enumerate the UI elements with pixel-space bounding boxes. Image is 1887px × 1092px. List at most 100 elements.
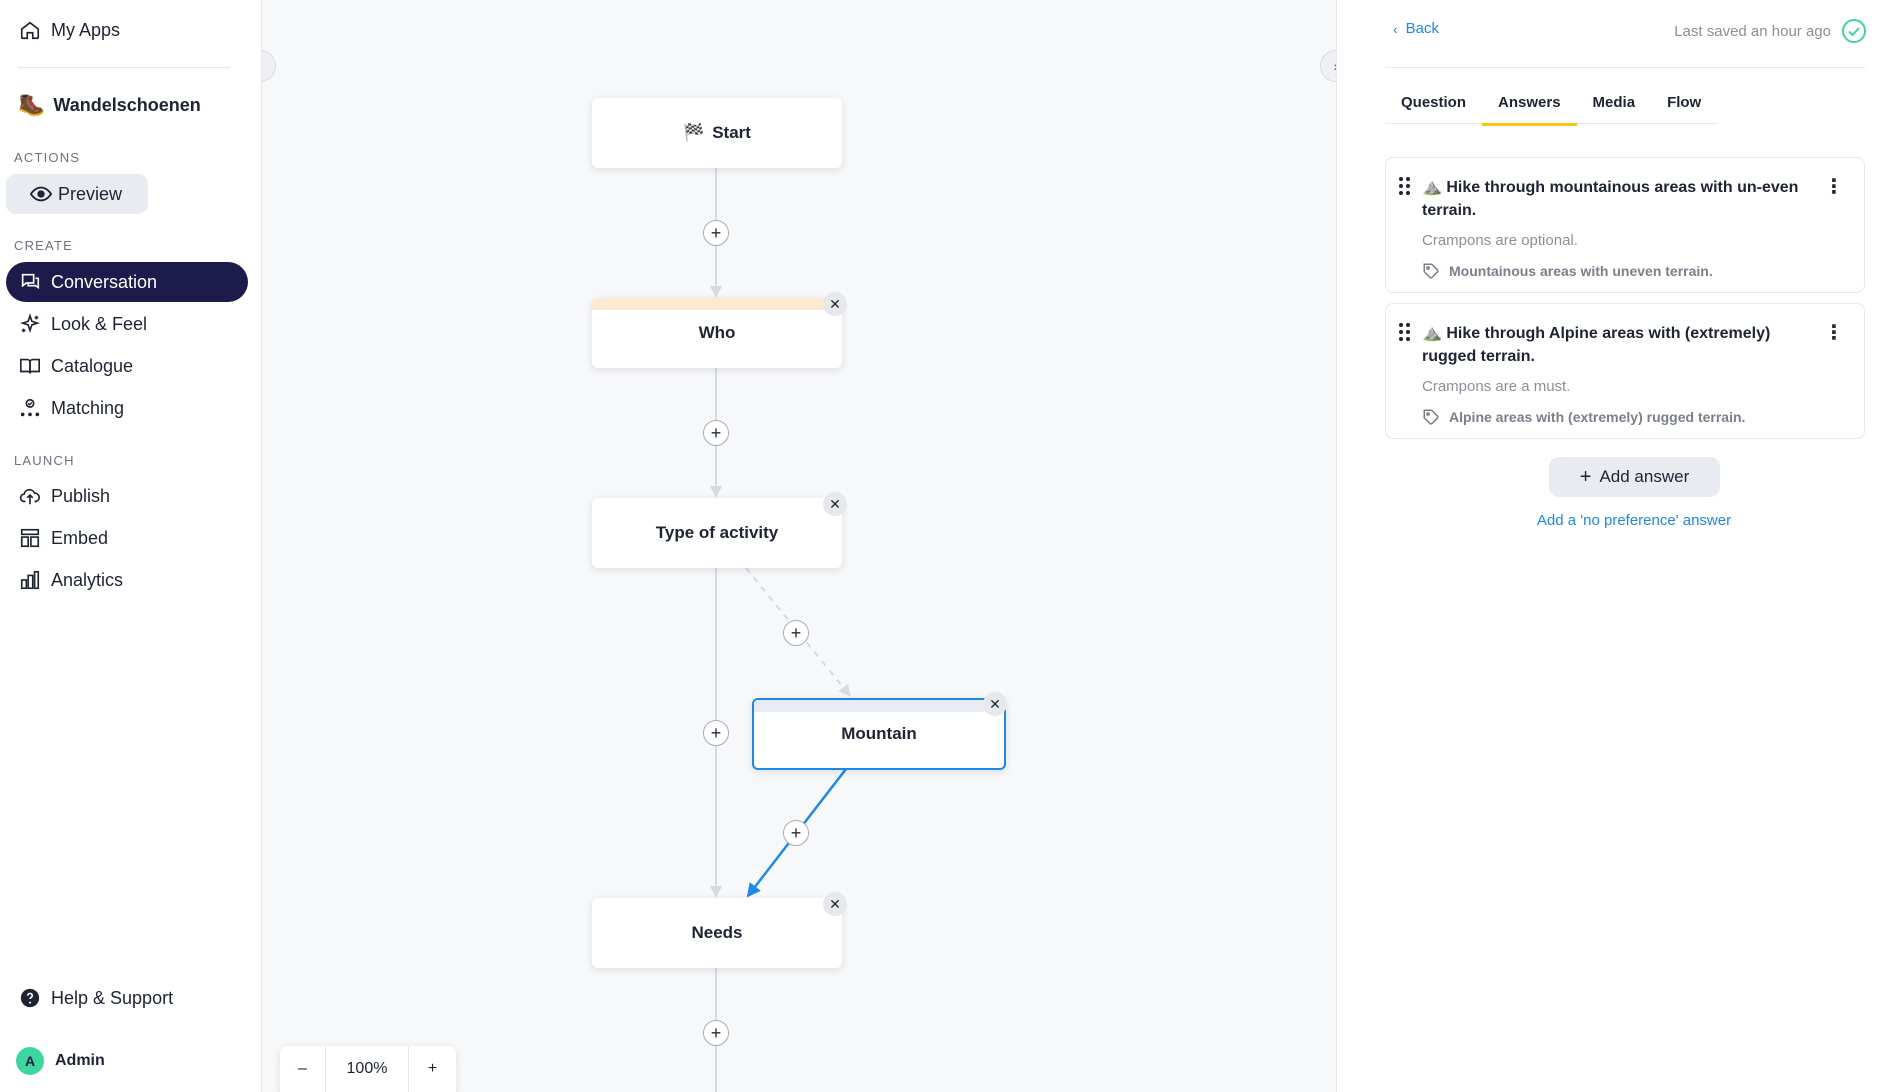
plus-icon: + [790,823,802,843]
help-icon [19,987,41,1009]
flow-canvas[interactable]: ‹ › 🏁 Start Who ✕ Type of activity ✕ Mou… [262,0,1336,1092]
flow-node-start[interactable]: 🏁 Start [592,98,842,168]
answer-title-text: Hike through mountainous areas with un-e… [1422,179,1799,219]
my-apps-link[interactable]: My Apps [6,10,248,50]
plus-icon: + [710,223,722,243]
flow-node-mountain[interactable]: Mountain [752,698,1006,770]
add-node-button[interactable]: + [703,1020,729,1046]
add-no-preference-link[interactable]: Add a 'no preference' answer [1536,512,1732,529]
app-name: 🥾 Wandelschoenen [18,92,201,118]
answer-description: Crampons are optional. [1422,232,1578,249]
add-node-button[interactable]: + [703,220,729,246]
close-icon: ✕ [829,495,841,512]
add-answer-label: Add answer [1599,467,1690,486]
sidebar-item-publish[interactable]: Publish [6,476,248,516]
close-icon: ✕ [829,295,841,312]
add-node-button[interactable]: + [703,720,729,746]
sidebar-item-label: Look & Feel [51,313,148,334]
home-icon [19,19,41,41]
zoom-level: 100% [346,1060,388,1077]
flow-node-who[interactable]: Who [592,298,842,368]
zoom-in-button[interactable]: + [408,1046,456,1092]
remove-node-who-button[interactable]: ✕ [823,292,847,316]
my-apps-label: My Apps [51,19,121,40]
chevron-right-icon: › [1334,58,1336,74]
tab-answers[interactable]: Answers [1482,88,1577,126]
node-label: Start [712,123,751,142]
panel-divider [1385,67,1865,68]
tag-icon [1423,263,1439,279]
node-strip [754,700,1004,712]
close-icon: ✕ [989,695,1001,712]
book-icon [19,355,41,377]
mountain-icon: ⛰️ [1422,179,1442,196]
section-label-create: CREATE [14,238,73,253]
sidebar-item-analytics[interactable]: Analytics [6,560,248,600]
node-label: Mountain [841,724,917,743]
checkered-flag-icon: 🏁 [683,123,705,142]
answer-tag: Alpine areas with (extremely) rugged ter… [1422,408,1745,426]
chat-icon [19,271,41,293]
flow-node-type-of-activity[interactable]: Type of activity [592,498,842,568]
properties-panel: ‹ Back Last saved an hour ago Question A… [1336,0,1887,1092]
answer-tag: Mountainous areas with uneven terrain. [1422,262,1713,280]
back-label: Back [1405,20,1440,37]
tab-media[interactable]: Media [1592,94,1636,111]
sidebar-item-catalogue[interactable]: Catalogue [6,346,248,386]
sidebar-item-embed[interactable]: Embed [6,518,248,558]
plus-icon: + [790,623,802,643]
matching-icon [19,397,41,419]
drag-handle-icon[interactable] [1398,322,1412,342]
flow-node-needs[interactable]: Needs [592,898,842,968]
plus-icon: + [1579,465,1592,488]
chevron-left-icon: ‹ [1393,20,1398,37]
zoom-out-button[interactable]: – [280,1046,326,1092]
preview-button[interactable]: Preview [6,174,148,214]
layout-icon [19,527,41,549]
sparkle-icon [19,313,41,335]
back-link[interactable]: ‹ Back [1393,20,1439,37]
answer-title-text: Hike through Alpine areas with (extremel… [1422,325,1771,365]
sidebar-item-label: Catalogue [51,355,134,376]
sidebar-item-look-feel[interactable]: Look & Feel [6,304,248,344]
sidebar-item-matching[interactable]: Matching [6,388,248,428]
help-support-link[interactable]: Help & Support [6,978,248,1018]
section-label-actions: ACTIONS [14,150,81,165]
remove-node-mountain-button[interactable]: ✕ [983,692,1007,716]
answer-tag-text: Mountainous areas with uneven terrain. [1449,263,1713,279]
more-options-icon[interactable]: ⋮ [1824,322,1844,344]
sidebar-item-label: Publish [51,485,111,506]
add-node-button[interactable]: + [703,420,729,446]
upload-cloud-icon [19,485,41,507]
node-label: Who [698,323,736,342]
sidebar-divider [18,67,230,68]
node-strip [592,298,842,310]
edge-type-mountain [745,567,851,697]
answer-tag-text: Alpine areas with (extremely) rugged ter… [1449,409,1746,425]
answer-card[interactable]: ⛰️ Hike through Alpine areas with (extre… [1385,303,1865,439]
sidebar: My Apps 🥾 Wandelschoenen ACTIONS Preview… [0,0,262,1092]
panel-tabs: Question Answers Media Flow [1385,88,1718,126]
help-support-label: Help & Support [51,987,174,1008]
drag-handle-icon[interactable] [1398,176,1412,196]
user-menu[interactable]: A Admin [16,1047,105,1075]
remove-node-needs-button[interactable]: ✕ [823,892,847,916]
sidebar-item-label: Matching [51,397,125,418]
sidebar-item-conversation[interactable]: Conversation [6,262,248,302]
more-options-icon[interactable]: ⋮ [1824,176,1844,198]
bar-chart-icon [19,569,41,591]
remove-node-type-button[interactable]: ✕ [823,492,847,516]
avatar: A [16,1047,44,1075]
tab-question[interactable]: Question [1401,94,1467,111]
answer-card[interactable]: ⛰️ Hike through mountainous areas with u… [1385,157,1865,293]
section-label-launch: LAUNCH [14,453,75,468]
add-node-button[interactable]: + [783,820,809,846]
answer-title: ⛰️ Hike through mountainous areas with u… [1422,176,1822,222]
add-answer-button[interactable]: + Add answer [1549,457,1720,497]
plus-icon: + [710,423,722,443]
app-name-label: Wandelschoenen [53,94,201,115]
tab-flow[interactable]: Flow [1667,94,1702,111]
sidebar-item-label: Embed [51,527,109,548]
node-label: Type of activity [655,523,779,542]
add-node-button[interactable]: + [783,620,809,646]
